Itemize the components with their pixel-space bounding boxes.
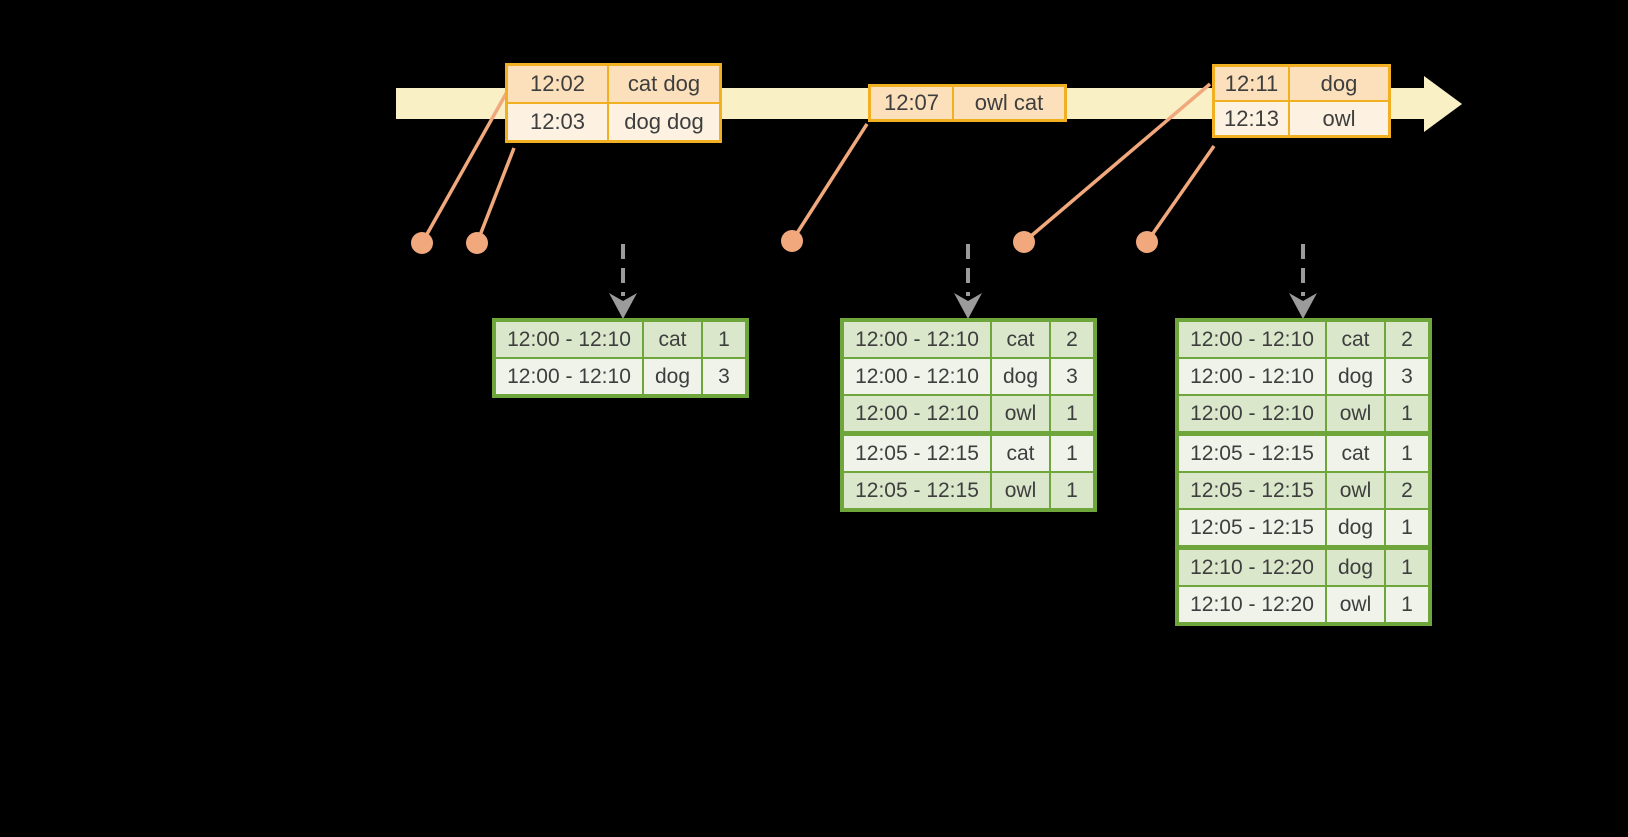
result-count-cell: 3: [1386, 359, 1428, 394]
trigger-arrowhead-icon: [954, 293, 982, 319]
event-time-cell: 12:03: [508, 104, 607, 140]
result-window-cell: 12:00 - 12:10: [844, 322, 990, 357]
result-word-cell: cat: [644, 322, 701, 357]
result-count-cell: 1: [1051, 473, 1093, 508]
result-count-cell: 2: [1386, 473, 1428, 508]
result-word-cell: owl: [992, 396, 1049, 431]
result-word-cell: cat: [992, 322, 1049, 357]
event-time-cell: 12:11: [1215, 67, 1288, 100]
result-window-cell: 12:00 - 12:10: [1179, 359, 1325, 394]
result-window-cell: 12:00 - 12:10: [844, 359, 990, 394]
result-count-cell: 1: [1051, 436, 1093, 471]
event-dots: [411, 230, 1158, 254]
result-word-cell: dog: [1327, 550, 1384, 585]
result-word-cell: cat: [1327, 436, 1384, 471]
result-window-cell: 12:00 - 12:10: [496, 359, 642, 394]
result-count-cell: 1: [1386, 510, 1428, 545]
trigger-arrowhead-icon: [1289, 293, 1317, 319]
event-timeline-arrowhead-icon: [1424, 76, 1462, 132]
result-window-cell: 12:05 - 12:15: [844, 473, 990, 508]
result-count-cell: 1: [1386, 396, 1428, 431]
event-dot: [1013, 231, 1035, 253]
result-window-cell: 12:00 - 12:10: [1179, 396, 1325, 431]
result-word-cell: dog: [1327, 359, 1384, 394]
event-dot: [466, 232, 488, 254]
result-count-cell: 3: [703, 359, 745, 394]
result-count-cell: 3: [1051, 359, 1093, 394]
result-window-cell: 12:00 - 12:10: [1179, 322, 1325, 357]
result-word-cell: owl: [1327, 587, 1384, 622]
event-dot: [411, 232, 433, 254]
result-count-cell: 1: [1386, 587, 1428, 622]
result-window-cell: 12:05 - 12:15: [844, 436, 990, 471]
result-window-cell: 12:05 - 12:15: [1179, 510, 1325, 545]
result-word-cell: cat: [992, 436, 1049, 471]
result-count-cell: 2: [1051, 322, 1093, 357]
event-line: [475, 147, 516, 244]
event-words-cell: dog: [1290, 67, 1388, 100]
trigger-arrows: [609, 244, 1317, 319]
event-time-cell: 12:13: [1215, 102, 1288, 135]
trigger-arrowhead-icon: [609, 293, 637, 319]
event-words-cell: dog dog: [609, 104, 719, 140]
result-count-cell: 2: [1386, 322, 1428, 357]
result-count-cell: 1: [1051, 396, 1093, 431]
result-word-cell: owl: [992, 473, 1049, 508]
result-window-cell: 12:00 - 12:10: [844, 396, 990, 431]
result-window-cell: 12:05 - 12:15: [1179, 473, 1325, 508]
result-count-cell: 1: [1386, 550, 1428, 585]
result-word-cell: dog: [992, 359, 1049, 394]
event-time-cell: 12:02: [508, 66, 607, 102]
event-words-cell: cat dog: [609, 66, 719, 102]
result-count-cell: 1: [703, 322, 745, 357]
event-dot: [1136, 231, 1158, 253]
result-word-cell: dog: [1327, 510, 1384, 545]
event-line: [790, 123, 869, 242]
event-time-cell: 12:07: [871, 87, 952, 119]
event-words-cell: owl cat: [954, 87, 1064, 119]
result-word-cell: dog: [644, 359, 701, 394]
result-window-cell: 12:00 - 12:10: [496, 322, 642, 357]
result-word-cell: owl: [1327, 396, 1384, 431]
result-window-cell: 12:05 - 12:15: [1179, 436, 1325, 471]
event-dot: [781, 230, 803, 252]
result-word-cell: owl: [1327, 473, 1384, 508]
event-words-cell: owl: [1290, 102, 1388, 135]
result-count-cell: 1: [1386, 436, 1428, 471]
result-window-cell: 12:10 - 12:20: [1179, 550, 1325, 585]
result-window-cell: 12:10 - 12:20: [1179, 587, 1325, 622]
event-line: [1145, 144, 1216, 244]
result-word-cell: cat: [1327, 322, 1384, 357]
